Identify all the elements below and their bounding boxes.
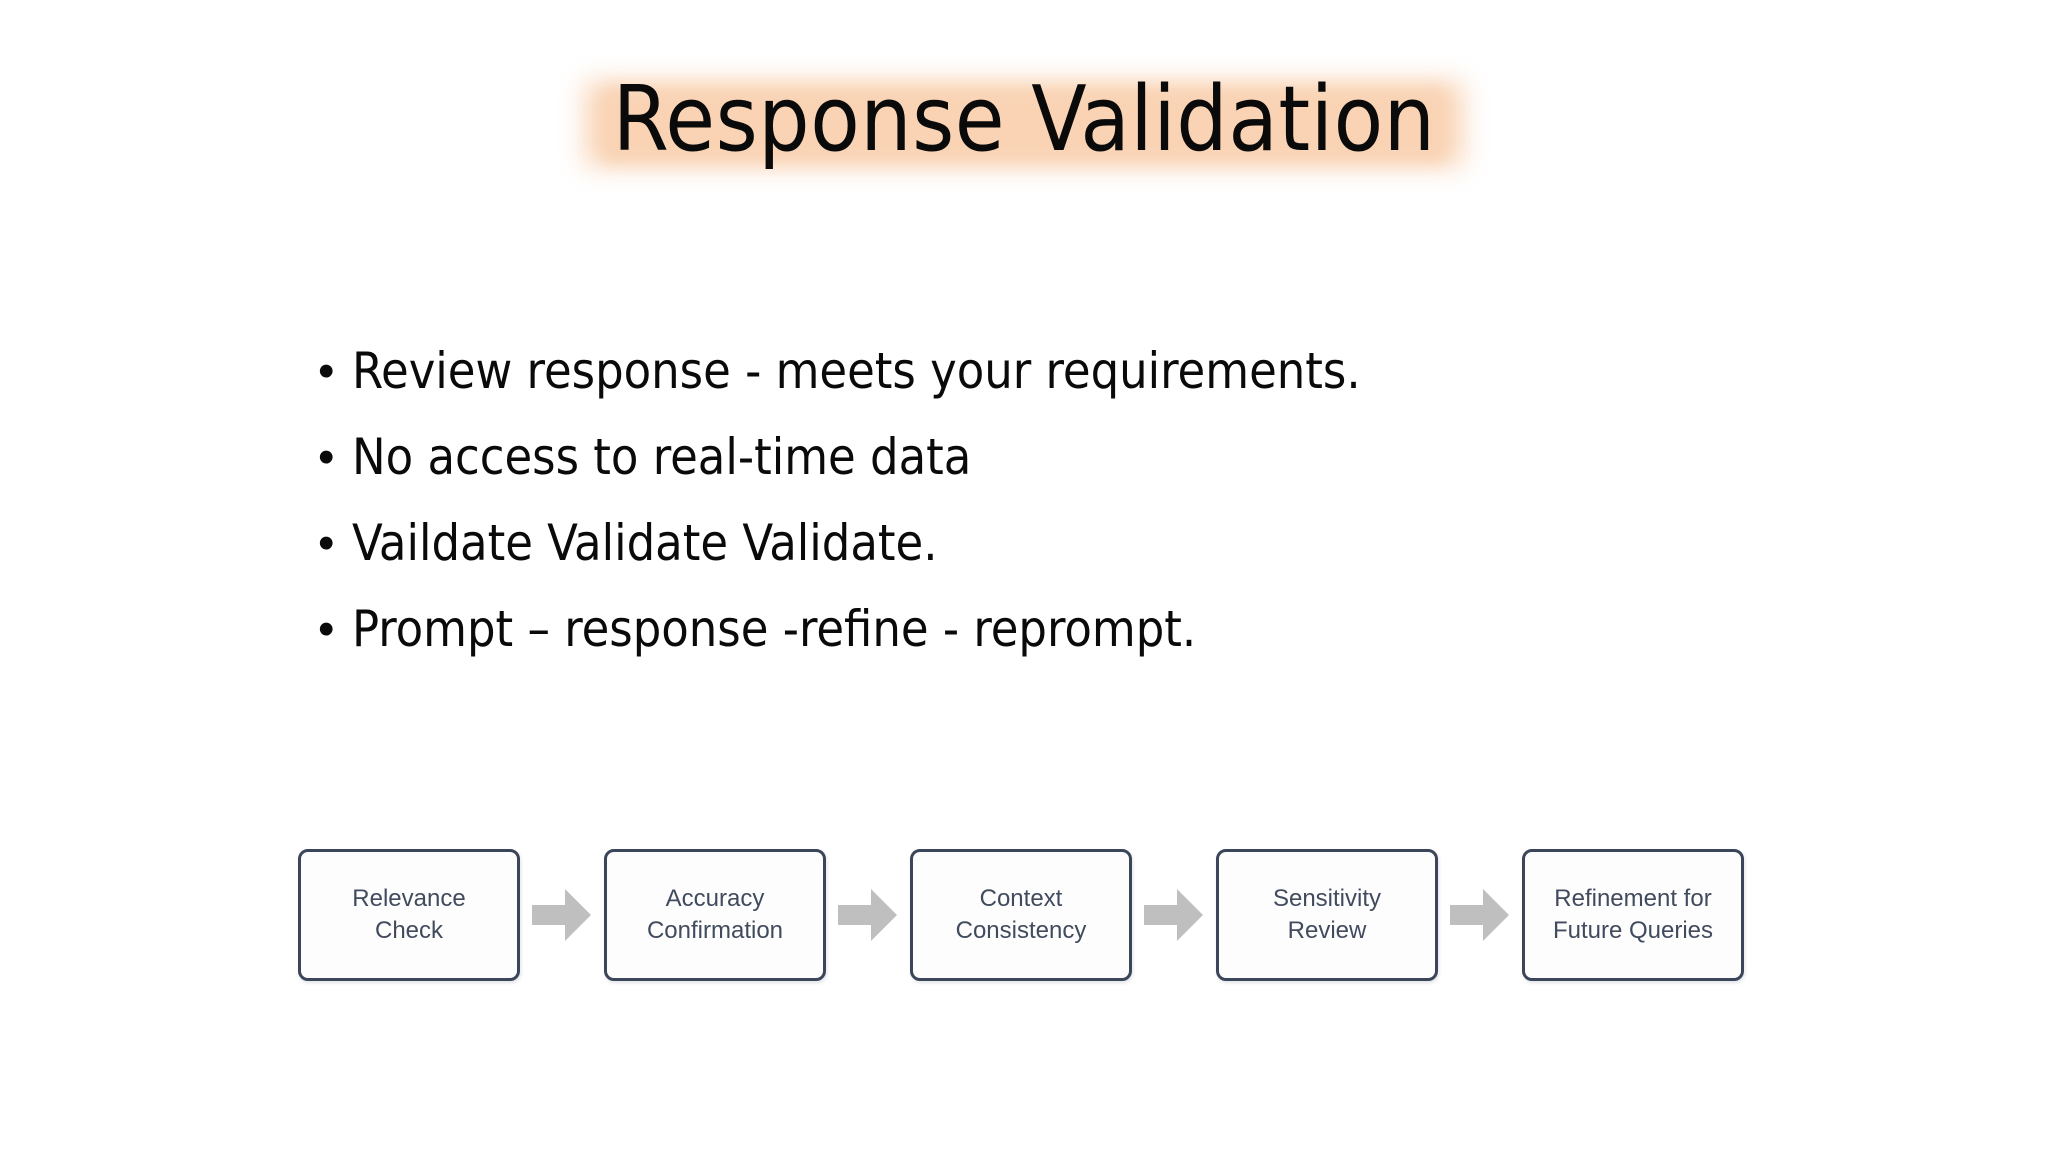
right-block-arrow-icon xyxy=(1144,889,1203,941)
process-step-label: Refinement for Future Queries xyxy=(1545,883,1721,947)
process-step-label-line1: Context xyxy=(979,885,1063,912)
bullet-text: Prompt – response -refine - reprompt. xyxy=(352,600,1197,658)
bullet-text: No access to real-time data xyxy=(352,428,972,486)
right-block-arrow-icon xyxy=(838,889,897,941)
process-step-label: Accuracy Confirmation xyxy=(639,883,791,947)
bullet-text: Vaildate Validate Validate. xyxy=(352,514,938,572)
bullet-list: • Review response - meets your requireme… xyxy=(318,338,1818,682)
title-area: Response Validation xyxy=(0,62,2048,182)
flow-arrow-4 xyxy=(1438,849,1522,981)
bullet-marker-icon: • xyxy=(318,516,335,569)
flow-arrow-1 xyxy=(520,849,604,981)
bullet-text: Review response - meets your requirement… xyxy=(352,342,1361,400)
process-step-label: Context Consistency xyxy=(948,883,1095,947)
process-step-sensitivity-review[interactable]: Sensitivity Review xyxy=(1216,849,1438,981)
process-step-label: Sensitivity Review xyxy=(1265,883,1389,947)
right-block-arrow-icon xyxy=(532,889,591,941)
right-block-arrow-icon xyxy=(1450,889,1509,941)
bullet-marker-icon: • xyxy=(318,602,335,655)
list-item: • Vaildate Validate Validate. xyxy=(318,510,1818,576)
process-step-label-line2: Review xyxy=(1287,917,1367,944)
flow-arrow-3 xyxy=(1132,849,1216,981)
bullet-marker-icon: • xyxy=(318,430,335,483)
list-item: • Review response - meets your requireme… xyxy=(318,338,1818,404)
process-step-label-line2: Confirmation xyxy=(646,917,784,944)
list-item: • No access to real-time data xyxy=(318,424,1818,490)
page-title: Response Validation xyxy=(612,67,1436,172)
process-flow-diagram: Relevance Check Accuracy Confirmation Co… xyxy=(298,848,1750,982)
process-step-label-line1: Refinement for xyxy=(1554,885,1712,912)
title-highlight-glow-inner xyxy=(604,89,1444,161)
process-step-label: Relevance Check xyxy=(344,883,473,947)
process-step-label-line1: Relevance xyxy=(352,885,466,912)
title-block: Response Validation xyxy=(584,67,1464,175)
bullet-marker-icon: • xyxy=(318,344,335,397)
list-item: • Prompt – response -refine - reprompt. xyxy=(318,596,1818,662)
process-step-relevance-check[interactable]: Relevance Check xyxy=(298,849,520,981)
process-step-accuracy-confirmation[interactable]: Accuracy Confirmation xyxy=(604,849,826,981)
process-step-refinement-future-queries[interactable]: Refinement for Future Queries xyxy=(1522,849,1744,981)
process-step-label-line1: Sensitivity xyxy=(1272,885,1382,912)
process-step-context-consistency[interactable]: Context Consistency xyxy=(910,849,1132,981)
process-step-label-line1: Accuracy xyxy=(665,885,765,912)
process-step-label-line2: Check xyxy=(374,917,444,944)
process-step-label-line2: Future Queries xyxy=(1552,917,1714,944)
flow-arrow-2 xyxy=(826,849,910,981)
process-step-label-line2: Consistency xyxy=(955,917,1087,944)
